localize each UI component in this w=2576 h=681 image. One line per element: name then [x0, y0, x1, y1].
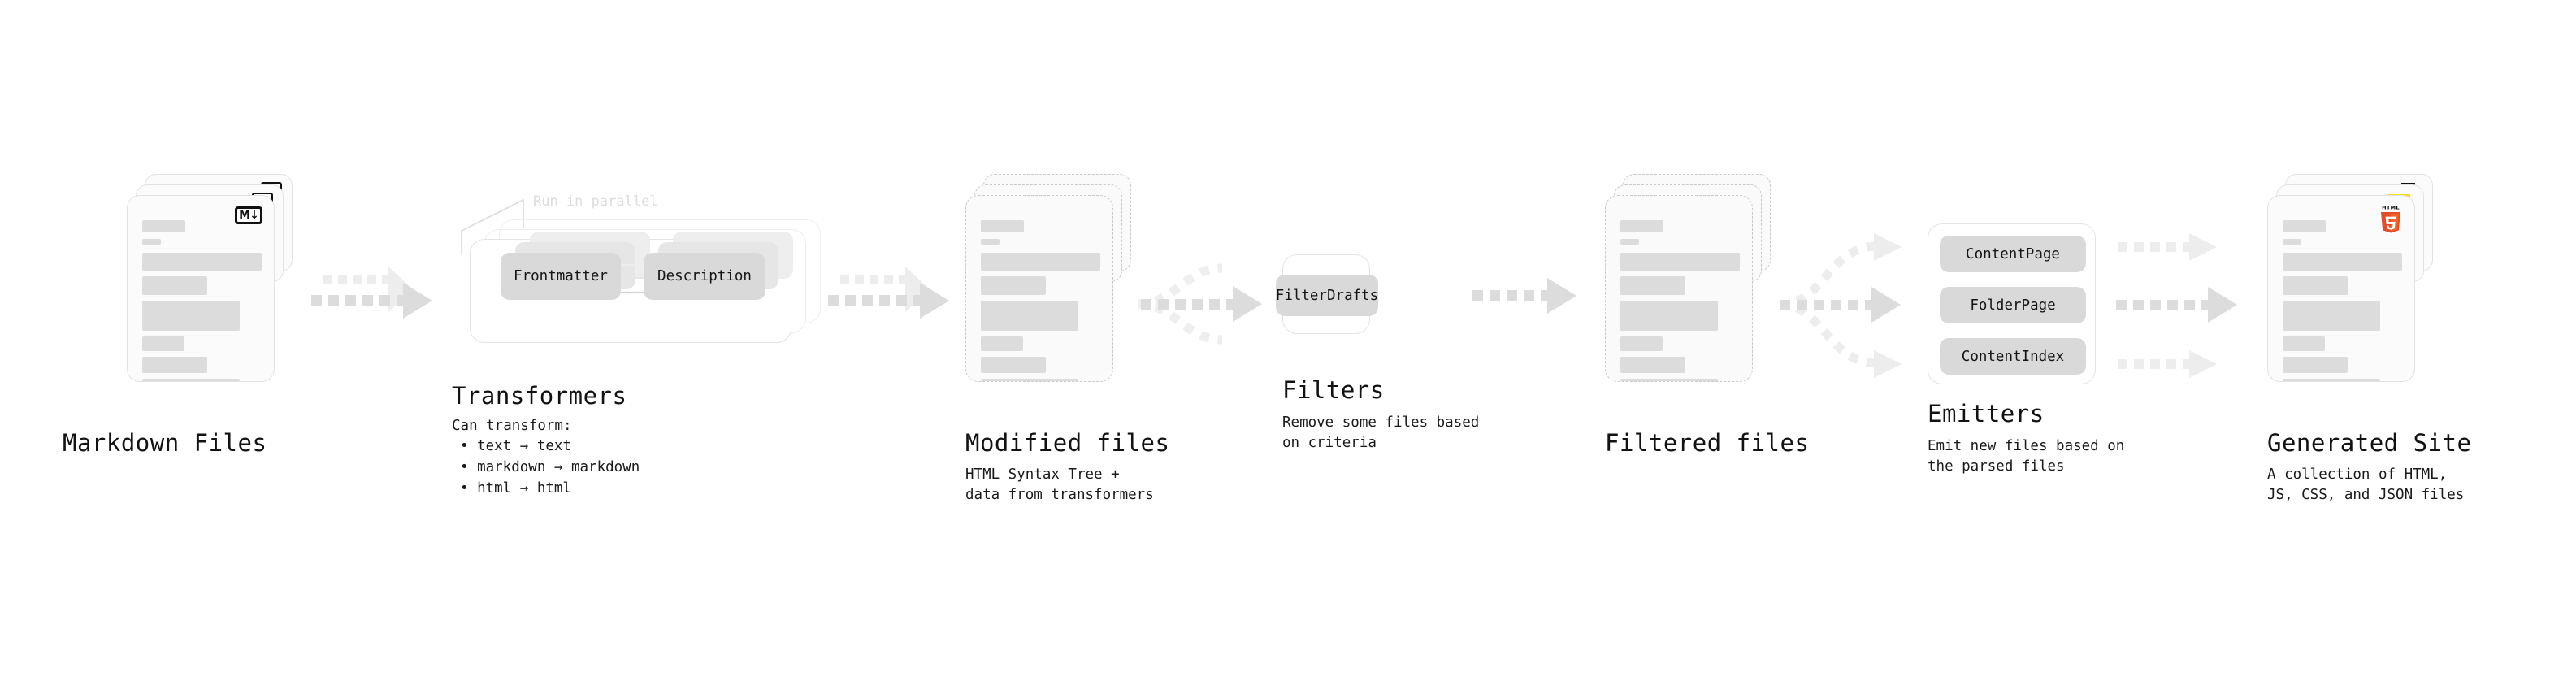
- skeleton-bar: [142, 253, 262, 271]
- skeleton-bar: [981, 357, 1046, 373]
- skeleton-bar: [1620, 301, 1718, 331]
- arrow-emitters-to-site: [2116, 233, 2237, 378]
- markdown-card-front: M↓: [127, 195, 275, 382]
- skeleton-bar: [2283, 253, 2402, 271]
- emitters-title: Emitters: [1928, 400, 2045, 427]
- skeleton-bar: [981, 239, 1000, 245]
- transformers-bullet-0: • text → text: [460, 438, 571, 454]
- skeleton-bar: [2283, 220, 2326, 232]
- skeleton-bar: [981, 276, 1046, 295]
- markdown-files-title: Markdown Files: [63, 429, 267, 457]
- emitter-chip-contentindex[interactable]: ContentIndex: [1940, 338, 2086, 375]
- skeleton-bar: [981, 379, 1078, 381]
- transformers-bullet-2: • html → html: [460, 480, 571, 497]
- skeleton-bar: [981, 220, 1024, 232]
- site-card-front: HTML: [2267, 195, 2415, 382]
- skeleton-bar: [1620, 379, 1718, 381]
- skeleton-bar: [1620, 239, 1639, 245]
- skeleton-bar: [1620, 336, 1663, 351]
- skeleton-bar: [1620, 220, 1663, 232]
- markdown-icon: M↓: [235, 206, 262, 224]
- arrow-filtered-to-emitters: [1779, 233, 1902, 378]
- generated-site-title: Generated Site: [2267, 429, 2472, 457]
- emitters-box: ContentPage FolderPage ContentIndex: [1928, 223, 2096, 384]
- emitter-chip-contentpage[interactable]: ContentPage: [1940, 236, 2086, 272]
- generated-site-description: A collection of HTML, JS, CSS, and JSON …: [2267, 466, 2465, 503]
- skeleton-bar: [142, 336, 184, 351]
- filters-description: Remove some files based on criteria: [1282, 414, 1480, 451]
- svg-text:HTML: HTML: [2382, 205, 2400, 211]
- modified-files-description: HTML Syntax Tree + data from transformer…: [965, 466, 1154, 503]
- skeleton-bar: [1620, 276, 1685, 295]
- modified-files-title: Modified files: [965, 429, 1170, 457]
- arrow-modified-to-filters: [1137, 263, 1262, 345]
- emitters-description: Emit new files based on the parsed files: [1928, 438, 2125, 475]
- skeleton-bar: [1620, 253, 1740, 271]
- arrow-markdown-to-transformers: [311, 267, 432, 319]
- arrow-transformers-to-modified: [828, 267, 949, 319]
- skeleton-bar: [2283, 357, 2348, 373]
- filtered-card-front: [1605, 195, 1753, 382]
- skeleton-bar: [2283, 301, 2380, 331]
- skeleton-bar: [142, 239, 161, 245]
- skeleton-bar: [142, 220, 185, 232]
- skeleton-bar: [2283, 239, 2301, 245]
- filters-title: Filters: [1282, 376, 1385, 404]
- transformer-chip-description[interactable]: Description: [644, 253, 765, 300]
- skeleton-bar: [981, 336, 1023, 351]
- emitter-chip-folderpage[interactable]: FolderPage: [1940, 287, 2086, 323]
- skeleton-bar: [2283, 276, 2348, 295]
- skeleton-bar: [142, 276, 207, 295]
- transformers-description: Can transform:: [452, 418, 572, 434]
- transformer-chip-frontmatter[interactable]: Frontmatter: [501, 253, 621, 300]
- filtered-files-title: Filtered files: [1605, 429, 1810, 457]
- skeleton-bar: [142, 301, 240, 331]
- transformers-group: Run in parallel Frontmatter Description: [452, 193, 834, 349]
- skeleton-bar: [2283, 379, 2380, 381]
- run-in-parallel-bracket: [461, 198, 524, 254]
- transformers-title: Transformers: [452, 382, 627, 410]
- skeleton-bar: [142, 357, 207, 373]
- skeleton-bar: [142, 379, 240, 381]
- skeleton-bar: [981, 253, 1100, 271]
- skeleton-bar: [981, 301, 1078, 331]
- filters-box: FilterDrafts: [1276, 254, 1378, 334]
- run-in-parallel-label: Run in parallel: [533, 193, 658, 210]
- filter-chip-filterdrafts[interactable]: FilterDrafts: [1276, 275, 1378, 316]
- skeleton-bar: [2283, 336, 2325, 351]
- transformers-bullet-1: • markdown → markdown: [460, 459, 640, 475]
- skeleton-bar: [1620, 357, 1685, 373]
- arrow-filters-to-filtered: [1472, 278, 1576, 314]
- html5-icon: HTML: [2379, 203, 2403, 233]
- modified-card-front: [965, 195, 1113, 382]
